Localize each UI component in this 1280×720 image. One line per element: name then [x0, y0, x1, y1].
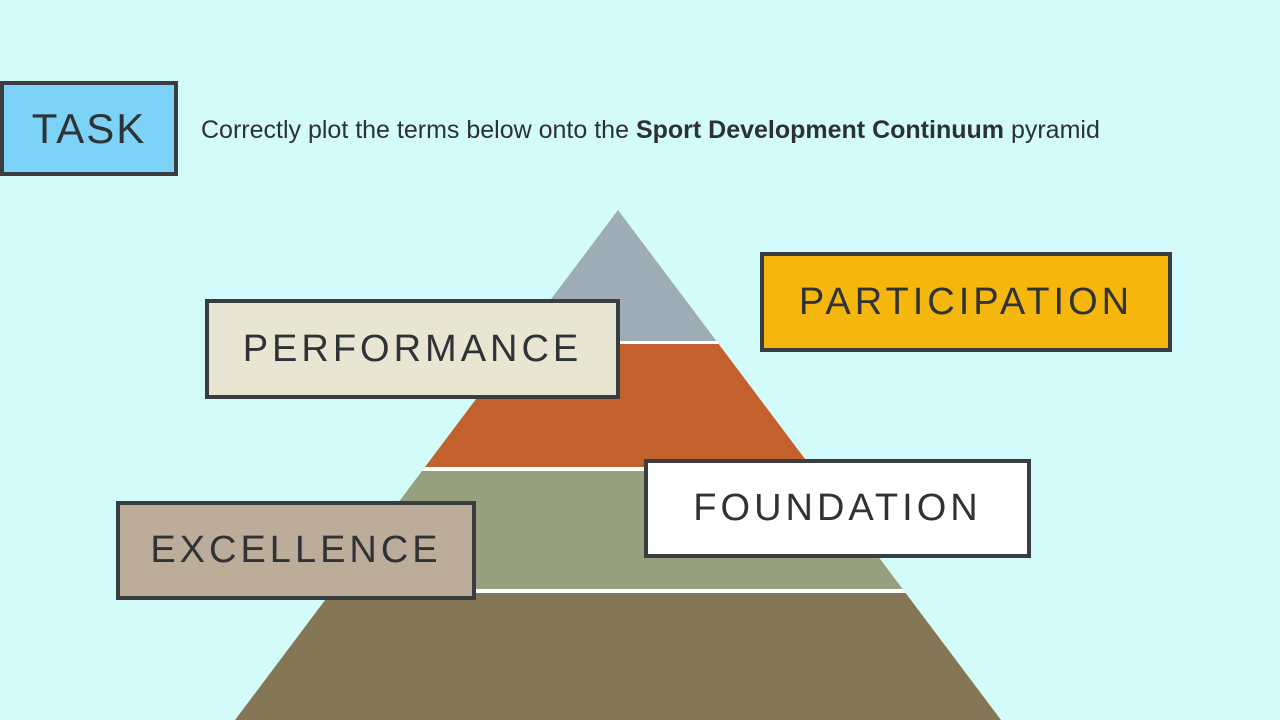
term-box-performance[interactable]: PERFORMANCE [205, 299, 620, 399]
term-label-performance: PERFORMANCE [242, 327, 583, 370]
instruction-suffix: pyramid [1004, 116, 1100, 144]
term-box-participation[interactable]: PARTICIPATION [760, 252, 1172, 352]
term-label-excellence: EXCELLENCE [150, 529, 442, 571]
term-label-participation: PARTICIPATION [798, 280, 1134, 323]
instruction-text: Correctly plot the terms below onto the … [201, 116, 1271, 145]
pyramid-tier-4-base[interactable] [235, 593, 1001, 720]
task-badge-label: TASK [31, 104, 147, 152]
instruction-prefix: Correctly plot the terms below onto the [201, 116, 636, 144]
term-box-foundation[interactable]: FOUNDATION [644, 459, 1031, 558]
task-badge: TASK [0, 81, 178, 176]
term-label-foundation: FOUNDATION [693, 487, 982, 529]
instruction-emphasis: Sport Development Continuum [635, 116, 1004, 144]
term-box-excellence[interactable]: EXCELLENCE [116, 501, 476, 600]
